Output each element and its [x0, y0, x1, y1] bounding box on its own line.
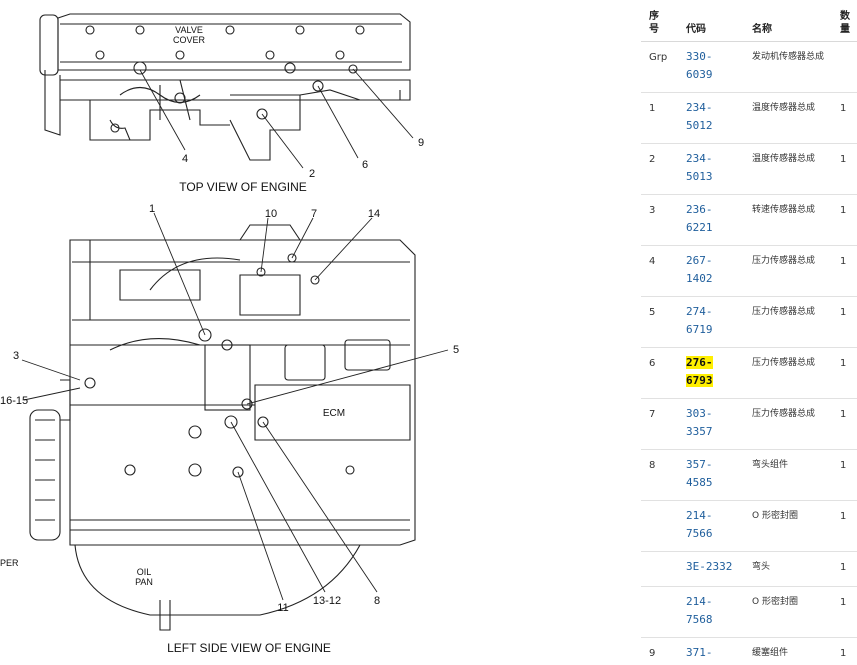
part-code-link[interactable]: 303-3357	[678, 398, 744, 450]
table-row: 3E-2332 弯头 1	[641, 551, 857, 587]
engine-sensor-diagram: VALVE COVER ECM OIL PAN PER TOP VIEW OF …	[0, 13, 459, 655]
part-qty: 1	[832, 92, 857, 144]
header-name: 名称	[744, 0, 832, 42]
part-code-link[interactable]: 274-6719	[678, 296, 744, 348]
part-name: 压力传感器总成	[744, 398, 832, 450]
table-row: 7 303-3357 压力传感器总成 1	[641, 398, 857, 450]
part-code-link[interactable]: 330-6039	[678, 41, 744, 93]
valve-cover-label-line1: VALVE	[175, 25, 203, 35]
parts-list-panel: 序号 代码 名称 数量 Grp 330-6039 发动机传感器总成 1 234-…	[641, 0, 857, 665]
part-name: 弯头组件	[744, 449, 832, 501]
callout-11: 11	[277, 602, 288, 614]
part-qty: 1	[832, 398, 857, 450]
oil-pan-label-line1: OIL	[137, 567, 152, 577]
row-seq: 7	[641, 398, 678, 450]
row-seq	[641, 551, 678, 587]
part-qty: 1	[832, 296, 857, 348]
row-seq: 6	[641, 347, 678, 399]
row-seq: 9	[641, 637, 678, 665]
callout-4: 4	[182, 153, 188, 165]
callout-14: 14	[368, 208, 380, 220]
part-name: 温度传感器总成	[744, 92, 832, 144]
part-name: O 形密封圈	[744, 500, 832, 552]
table-row: 9 371- 缓塞组件 1	[641, 637, 857, 665]
row-seq: 4	[641, 245, 678, 297]
table-row: 4 267-1402 压力传感器总成 1	[641, 245, 857, 297]
part-code-link[interactable]: 267-1402	[678, 245, 744, 297]
part-name: 压力传感器总成	[744, 245, 832, 297]
callout-10: 10	[265, 208, 277, 220]
part-qty: 1	[832, 449, 857, 501]
header-qty: 数量	[832, 0, 857, 42]
callout-16-15: 16-15	[0, 395, 28, 407]
row-seq: 5	[641, 296, 678, 348]
top-view-engine	[39, 13, 411, 161]
callout-13-12: 13-12	[313, 595, 341, 607]
header-code: 代码	[678, 0, 744, 42]
part-name: 压力传感器总成	[744, 296, 832, 348]
table-row: 5 274-6719 压力传感器总成 1	[641, 296, 857, 348]
part-qty: 1	[832, 143, 857, 195]
callout-7: 7	[311, 208, 317, 220]
part-code-link[interactable]: 214-7566	[678, 500, 744, 552]
row-seq: 3	[641, 194, 678, 246]
table-row: 214-7566 O 形密封圈 1	[641, 500, 857, 552]
part-name: 弯头	[744, 551, 832, 587]
callout-6: 6	[362, 159, 368, 171]
part-code-link[interactable]: 371-	[678, 637, 744, 665]
part-qty: 1	[832, 347, 857, 399]
part-code-link[interactable]: 3E-2332	[678, 551, 744, 587]
row-seq	[641, 586, 678, 638]
parts-table: 序号 代码 名称 数量 Grp 330-6039 发动机传感器总成 1 234-…	[641, 0, 857, 665]
callout-2: 2	[309, 168, 315, 180]
part-qty: 1	[832, 245, 857, 297]
ecm-label: ECM	[323, 408, 345, 419]
part-code-link[interactable]: 357-4585	[678, 449, 744, 501]
callout-3: 3	[13, 350, 19, 362]
row-seq	[641, 500, 678, 552]
row-seq: Grp	[641, 41, 678, 93]
part-qty: 1	[832, 500, 857, 552]
damper-label: PER	[0, 558, 19, 568]
table-row: Grp 330-6039 发动机传感器总成	[641, 41, 857, 93]
table-row: 214-7568 O 形密封圈 1	[641, 586, 857, 638]
part-qty: 1	[832, 637, 857, 665]
table-row: 2 234-5013 温度传感器总成 1	[641, 143, 857, 195]
row-seq: 8	[641, 449, 678, 501]
part-code-link-highlighted[interactable]: 276-6793	[678, 347, 744, 399]
part-code-link[interactable]: 236-6221	[678, 194, 744, 246]
part-name: 转速传感器总成	[744, 194, 832, 246]
part-code-link[interactable]: 234-5012	[678, 92, 744, 144]
side-view-caption: LEFT SIDE VIEW OF ENGINE	[167, 641, 331, 655]
table-row: 8 357-4585 弯头组件 1	[641, 449, 857, 501]
table-row: 1 234-5012 温度传感器总成 1	[641, 92, 857, 144]
part-qty	[832, 41, 857, 93]
table-header-row: 序号 代码 名称 数量	[641, 0, 857, 42]
row-seq: 1	[641, 92, 678, 144]
callout-9: 9	[418, 137, 424, 149]
header-seq: 序号	[641, 0, 678, 42]
part-name: 发动机传感器总成	[744, 41, 832, 93]
part-code-link[interactable]: 214-7568	[678, 586, 744, 638]
oil-pan-label-line2: PAN	[135, 577, 153, 587]
callout-5: 5	[453, 344, 459, 356]
top-view-caption: TOP VIEW OF ENGINE	[179, 180, 307, 194]
part-name: 压力传感器总成	[744, 347, 832, 399]
table-row-highlighted: 6 276-6793 压力传感器总成 1	[641, 347, 857, 399]
part-name: 温度传感器总成	[744, 143, 832, 195]
callout-8: 8	[374, 595, 380, 607]
part-code-link[interactable]: 234-5013	[678, 143, 744, 195]
table-row: 3 236-6221 转速传感器总成 1	[641, 194, 857, 246]
part-qty: 1	[832, 551, 857, 587]
valve-cover-label-line2: COVER	[173, 35, 206, 45]
part-name: 缓塞组件	[744, 637, 832, 665]
row-seq: 2	[641, 143, 678, 195]
left-side-view-engine	[29, 224, 416, 631]
callout-1: 1	[149, 203, 155, 215]
part-qty: 1	[832, 586, 857, 638]
part-name: O 形密封圈	[744, 586, 832, 638]
part-qty: 1	[832, 194, 857, 246]
callout-leaders	[21, 68, 449, 601]
